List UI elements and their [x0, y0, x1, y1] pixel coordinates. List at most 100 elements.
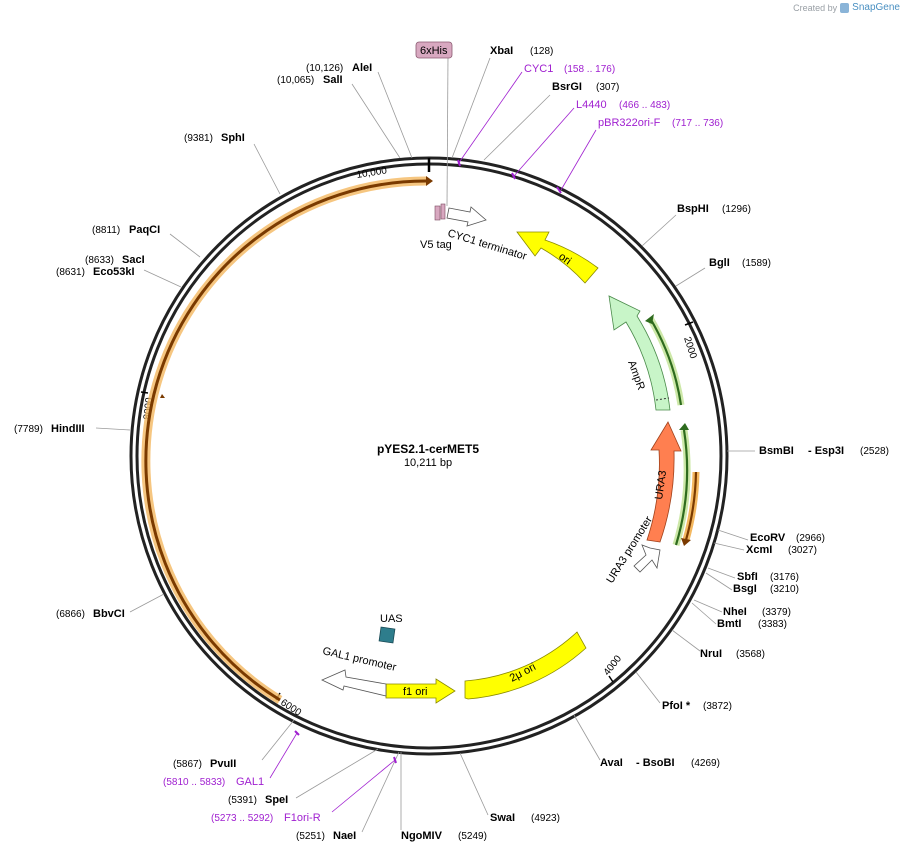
primer-cyc1[interactable]: CYC1: [524, 63, 553, 75]
primer-l4440-range: (466 .. 483): [619, 100, 670, 111]
snapgene-watermark: Created by SnapGene: [793, 2, 900, 13]
enzyme-bsgi[interactable]: BsgI: [733, 583, 757, 595]
his-leader-line: [446, 55, 449, 207]
enzyme-sbfi[interactable]: SbfI: [737, 571, 758, 583]
leader-hindiii: [95, 427, 131, 431]
enzyme-pfoi[interactable]: PfoI *: [662, 700, 691, 712]
orf-direction-marker: [160, 394, 165, 398]
enzyme-alei[interactable]: AleI: [352, 62, 372, 74]
cyc1-terminator-label: CYC1 terminator: [446, 227, 528, 263]
primer-mark-gal1: [294, 730, 300, 736]
enzyme-sali[interactable]: SalI: [323, 74, 343, 86]
leader-xcmi: [713, 542, 745, 551]
ampr-orf-line: [649, 317, 683, 406]
enzyme-bsobi[interactable]: - BsoBI: [636, 757, 675, 769]
primer-mark-l4440: [511, 172, 516, 180]
leader-primer-cyc1: [457, 71, 523, 165]
ura3-label: URA3: [653, 470, 669, 501]
gal1-promoter-label: GAL1 promoter: [321, 645, 397, 674]
enzyme-sphi[interactable]: SphI: [221, 132, 245, 144]
enzyme-ngomiv-pos: (5249): [458, 831, 487, 842]
enzyme-paqci[interactable]: PaqCI: [129, 224, 160, 236]
primer-gal1-range: (5810 .. 5833): [163, 777, 225, 788]
his-tag-feature[interactable]: [440, 203, 446, 220]
his-label-box: [415, 41, 453, 59]
leader-swai: [459, 752, 489, 816]
primer-l4440[interactable]: L4440: [576, 99, 607, 111]
snapgene-logo-icon: [840, 2, 850, 13]
enzyme-naei-pos: (5251): [296, 831, 325, 842]
leader-paqci: [169, 233, 201, 258]
primer-f1ori-r[interactable]: F1ori-R: [284, 812, 321, 824]
watermark-brand: SnapGene: [852, 2, 900, 13]
leader-bsgi: [705, 572, 733, 591]
primer-pbr322ori-f[interactable]: pBR322ori-F: [598, 117, 661, 129]
leader-bmti: [691, 602, 717, 625]
leader-primer-gal1: [269, 732, 298, 779]
enzyme-naei[interactable]: NaeI: [333, 830, 356, 842]
primer-gal1[interactable]: GAL1: [236, 776, 264, 788]
enzyme-bsmbi[interactable]: BsmBI: [759, 445, 794, 457]
primer-f1ori-r-range: (5273 .. 5292): [211, 813, 273, 824]
f1-ori-feature[interactable]: [385, 678, 456, 704]
enzyme-eco53ki[interactable]: Eco53kI: [93, 266, 135, 278]
leader-primer-pbr322: [560, 129, 597, 191]
enzyme-bmti[interactable]: BmtI: [717, 618, 741, 630]
leader-spei: [295, 748, 379, 799]
leader-primer-f1ori: [331, 759, 396, 813]
enzyme-bbvci[interactable]: BbvCI: [93, 608, 125, 620]
his-label: 6xHis: [420, 45, 448, 57]
enzyme-bsgi-pos: (3210): [770, 584, 799, 595]
leader-pfoi: [635, 671, 661, 704]
ura3-feature[interactable]: [646, 421, 682, 543]
enzyme-paqci-pos: (8811): [92, 225, 120, 236]
primer-mark-cyc1: [457, 159, 461, 167]
ampr-orf-arrowhead: [645, 314, 654, 324]
ampr-feature[interactable]: [608, 295, 671, 411]
uas-feature[interactable]: [378, 626, 396, 644]
enzyme-swai[interactable]: SwaI: [490, 812, 515, 824]
enzyme-nhei[interactable]: NheI: [723, 606, 747, 618]
leader-xbai: [451, 57, 491, 159]
leader-bgli: [675, 267, 706, 287]
enzyme-nrui[interactable]: NruI: [700, 648, 722, 660]
cyc1-terminator-feature[interactable]: [446, 206, 487, 227]
enzyme-bbvci-pos: (6866): [56, 609, 85, 620]
enzyme-bsphi[interactable]: BspHI: [677, 203, 709, 215]
plasmid-length: 10,211 bp: [404, 457, 452, 469]
enzyme-esp3i[interactable]: - Esp3I: [808, 445, 844, 457]
two-micron-ori-feature[interactable]: [464, 631, 587, 700]
enzyme-ecorv[interactable]: EcoRV: [750, 532, 786, 544]
primer-leaders: [269, 71, 597, 813]
ampr-label: AmpR: [625, 359, 647, 392]
enzyme-eco53ki-pos: (8631): [56, 267, 85, 278]
plasmid-name: pYES2.1-cerMET5: [377, 442, 479, 456]
enzyme-hindiii[interactable]: HindIII: [51, 423, 85, 435]
leader-avai: [573, 714, 601, 761]
enzyme-nrui-pos: (3568): [736, 649, 765, 660]
leader-bsphi: [641, 214, 677, 247]
enzyme-ngomiv[interactable]: NgoMIV: [401, 830, 443, 842]
primer-cyc1-range: (158 .. 176): [564, 64, 615, 75]
orange-orf-arrowhead: [681, 538, 691, 546]
v5-tag-feature[interactable]: [434, 205, 441, 221]
enzyme-avai[interactable]: AvaI: [600, 757, 623, 769]
ura3-promoter-feature[interactable]: [633, 544, 661, 573]
enzyme-xcmi[interactable]: XcmI: [746, 544, 772, 556]
enzyme-sali-pos: (10,065): [277, 75, 314, 86]
enzyme-pvuii[interactable]: PvuII: [210, 758, 236, 770]
enzyme-spei[interactable]: SpeI: [265, 794, 288, 806]
leader-nhei: [693, 599, 723, 613]
enzyme-bsrgi[interactable]: BsrGI: [552, 81, 582, 93]
enzyme-pvuii-pos: (5867): [173, 759, 202, 770]
enzyme-saci[interactable]: SacI: [122, 254, 145, 266]
ori-feature[interactable]: [516, 231, 599, 284]
enzyme-xbai[interactable]: XbaI: [490, 45, 513, 57]
enzyme-swai-pos: (4923): [531, 813, 560, 824]
enzyme-bgli[interactable]: BglI: [709, 257, 730, 269]
enzyme-bsphi-pos: (1296): [722, 204, 751, 215]
enzyme-pfoi-pos: (3872): [703, 701, 732, 712]
gal1-promoter-feature[interactable]: [321, 669, 387, 697]
leader-ecorv: [717, 529, 749, 541]
